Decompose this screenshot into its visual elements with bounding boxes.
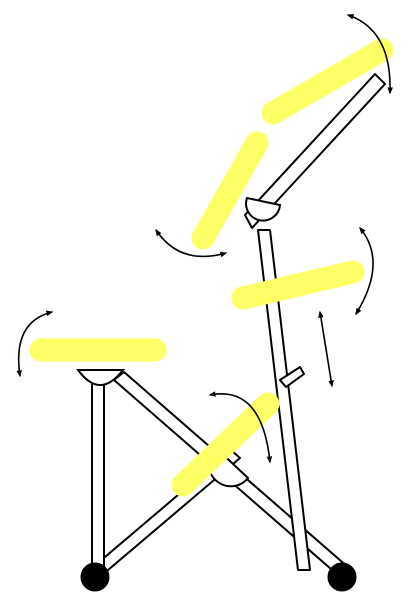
- knee-arm-bracket: [279, 366, 305, 388]
- knee-pad-tilt-arrow: [208, 391, 273, 464]
- chest-pad: [231, 260, 365, 310]
- chest-pad-height-arrow: [318, 310, 334, 388]
- frame: [91, 73, 386, 577]
- seat-tilt-arrow: [16, 310, 54, 378]
- front-foot: [80, 562, 110, 592]
- main-post: [257, 229, 311, 571]
- face-cradle-pad: [191, 131, 269, 250]
- face-cradle-tilt-arrow: [155, 228, 228, 258]
- head-support-tilt-arrow: [346, 14, 393, 95]
- rear-foot: [327, 562, 357, 592]
- head-joint: [245, 196, 282, 222]
- chest-pad-tilt-arrow: [355, 226, 374, 316]
- seat-joint: [76, 369, 126, 386]
- front-leg: [91, 379, 105, 571]
